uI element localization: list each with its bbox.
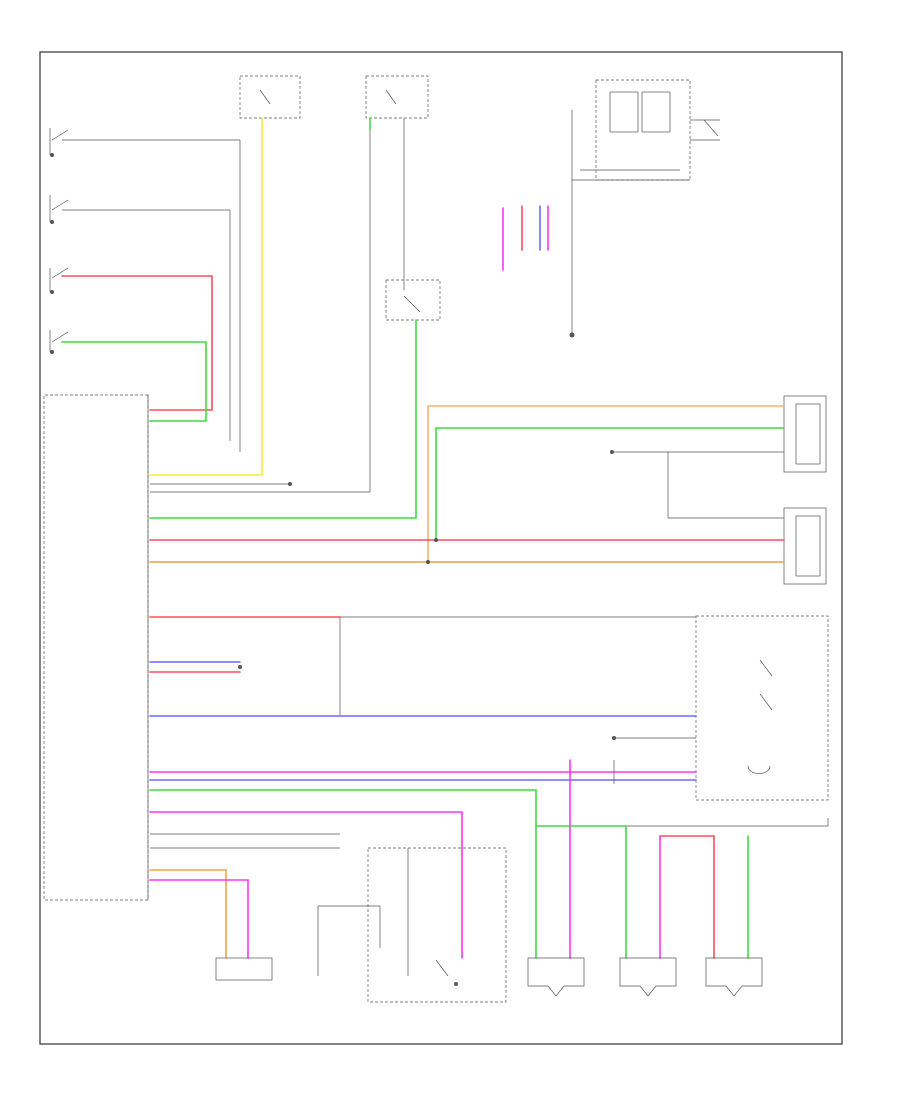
wire-red-5 [659,835,715,959]
wire-green-6 [535,825,627,959]
wire-green-4 [435,427,785,541]
passenger-door-lock-switch [783,395,827,473]
wire-yellow [149,117,263,476]
body-control-module [43,394,149,901]
wire-magenta-5 [149,879,249,959]
fuse-block-b [365,75,429,119]
power-window-switch [695,615,829,801]
wire-green-3 [149,319,417,519]
left-rear-door-lock-actuator [619,957,677,997]
wire-magenta-2 [149,811,463,959]
right-rear-door-lock-actuator [705,957,763,997]
fuse-block-a [239,75,301,119]
left-switch-stack [49,128,240,354]
wire-red-1 [61,275,213,411]
back-door-lock-actuator [367,847,507,1003]
diagram-frame [39,51,843,1045]
back-door-opener-switch [215,957,273,981]
wire-green-5 [149,789,537,959]
wire-light-orange [427,405,785,561]
wire-orange-2 [149,869,227,959]
passenger-door-lock-actuator [527,957,585,997]
driver-door-lock-switch [783,507,827,585]
wire-green-1 [61,341,207,422]
relay-box [572,79,720,181]
key-cylinder-switch [385,279,441,321]
